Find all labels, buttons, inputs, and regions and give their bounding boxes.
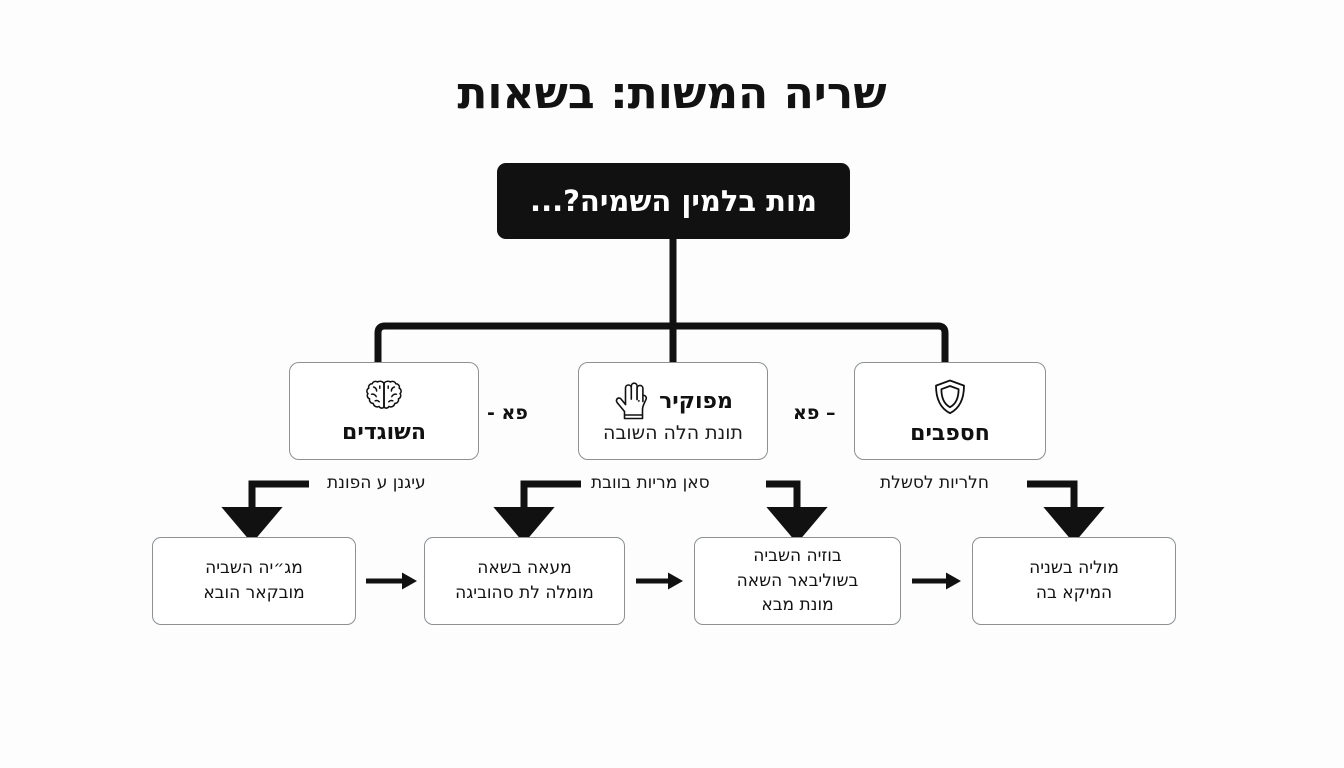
flow-arrow-2-3 bbox=[636, 572, 683, 590]
branch-label-left: פא - bbox=[487, 402, 528, 424]
brain-icon bbox=[362, 378, 406, 416]
category-box-middle[interactable]: מפוקיר תונת הלה השובה bbox=[578, 362, 768, 460]
flow-arrow-1-2 bbox=[366, 572, 417, 590]
step-label-3: חלריות לסשלת bbox=[880, 473, 989, 493]
step-label-1: עיגנן ע הפונת bbox=[327, 473, 426, 493]
step-label-2: סאן מריות בוובת bbox=[591, 473, 710, 493]
step-box-2-line-2: מומלה לת סהוביגה bbox=[455, 583, 594, 603]
flow-arrow-3-4 bbox=[912, 572, 961, 590]
step-box-1-line-1: מג״יה השביה bbox=[205, 558, 303, 579]
trunk-connector bbox=[374, 239, 949, 362]
step-box-2[interactable]: מעאה בשאה מומלה לת סהוביגה bbox=[424, 537, 625, 625]
page-title: שריה המשות: בשאות bbox=[457, 68, 887, 119]
category-box-right[interactable]: חספבים bbox=[854, 362, 1046, 460]
category-middle-header: מפוקיר bbox=[613, 380, 733, 422]
step-box-4-line-1: מוליה בשניה bbox=[1029, 558, 1119, 579]
step-box-4[interactable]: מוליה בשניה המיקא בה bbox=[972, 537, 1176, 625]
root-node[interactable]: מות בלמין השמיה?... bbox=[497, 163, 850, 239]
step-box-2-line-1: מעאה בשאה bbox=[477, 558, 572, 579]
shield-icon bbox=[932, 377, 968, 417]
step-box-3[interactable]: בוזיה השביה בשוליבאר השאה מונת מבא bbox=[694, 537, 901, 625]
elbow-middle-to-step3 bbox=[766, 480, 828, 544]
elbow-left-to-step1 bbox=[221, 480, 309, 544]
elbow-right-to-step4 bbox=[1027, 480, 1105, 544]
category-label-middle: מפוקיר bbox=[659, 388, 733, 414]
category-label-right: חספבים bbox=[910, 420, 990, 446]
category-box-left[interactable]: השוגדים bbox=[289, 362, 479, 460]
hand-icon bbox=[613, 380, 651, 422]
category-label-left: השוגדים bbox=[342, 419, 426, 445]
step-box-4-line-2: המיקא בה bbox=[1035, 583, 1113, 603]
root-node-label: מות בלמין השמיה?... bbox=[530, 184, 817, 218]
step-box-1[interactable]: מג״יה השביה מובקאר הובא bbox=[152, 537, 356, 625]
step-box-1-line-2: מובקאר הובא bbox=[203, 583, 305, 603]
branch-label-right: – פא bbox=[793, 402, 836, 424]
step-box-3-line-3: מונת מבא bbox=[761, 595, 834, 616]
step-box-3-line-2: בשוליבאר השאה bbox=[736, 570, 859, 591]
category-sub-middle: תונת הלה השובה bbox=[603, 422, 743, 444]
step-box-3-line-1: בוזיה השביה bbox=[753, 546, 842, 567]
elbow-middle-to-step2 bbox=[493, 480, 581, 544]
